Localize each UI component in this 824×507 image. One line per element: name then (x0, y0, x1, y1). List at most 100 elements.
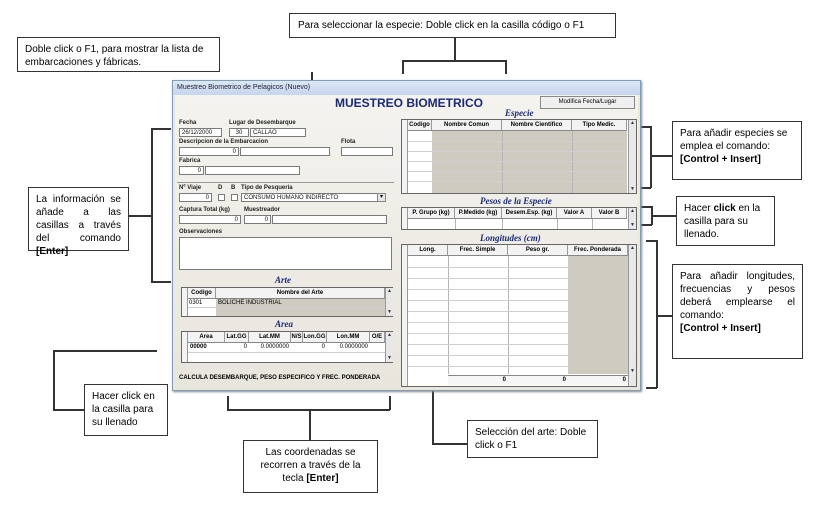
col-line (502, 219, 503, 229)
viaje-label: Nº Viaje (179, 185, 202, 191)
longitudes-scrollbar[interactable]: ▲ ▼ (628, 245, 636, 386)
row-selector (182, 332, 188, 362)
scroll-up-icon[interactable]: ▲ (630, 208, 635, 214)
embarcacion-name-field[interactable] (240, 147, 330, 156)
pesos-col-medido: P.Medido (kg) (455, 208, 502, 219)
longg-cell[interactable]: 0 (321, 344, 325, 350)
longitudes-col-frecpond: Frec. Ponderada (568, 245, 628, 256)
area-col-oe: O/E (370, 332, 385, 343)
divider (177, 182, 394, 183)
row-line (408, 171, 627, 172)
callout-text: Selección del arte: Doble click o F1 (475, 427, 587, 451)
col-line (502, 131, 503, 193)
connector-line (641, 206, 652, 208)
longitudes-grid: Long. Frec. Simple Peso gr. Frec. Ponder… (401, 244, 637, 387)
chevron-down-icon[interactable]: ▾ (377, 193, 386, 202)
row-selector (402, 245, 408, 386)
scroll-down-icon[interactable]: ▼ (387, 355, 392, 361)
muestreador-name-field[interactable] (272, 215, 387, 224)
row-line (188, 307, 385, 308)
flota-field[interactable] (341, 147, 393, 156)
connector-line (309, 409, 311, 440)
fecha-label: Fecha (179, 120, 197, 126)
area-col-latgg: Lat.GG (225, 332, 249, 343)
especie-col-comun: Nombre Comun (432, 120, 502, 131)
callout-text: La información se añade a las casillas a… (36, 194, 121, 244)
latgg-cell[interactable]: 0 (243, 344, 247, 350)
pesos-col-valorb: Valor B (592, 208, 627, 219)
pesos-col-valora: Valor A (557, 208, 592, 219)
area-cell[interactable]: 00000 (190, 344, 207, 350)
embarcacion-code-field[interactable]: 0 (179, 147, 239, 156)
fabrica-code-field[interactable]: 0 (179, 166, 204, 175)
fecha-field[interactable]: 26/12/2000 (179, 128, 222, 137)
d-label: D (218, 185, 223, 191)
pesos-scrollbar[interactable]: ▲ ▼ (628, 208, 636, 229)
row-line (188, 352, 385, 353)
arte-grid: Codigo Nombre del Arte 0301 BOLICHE INDU… (181, 287, 393, 317)
area-grid: Area Lat.GG Lat.MM N/S Lon.GG Lon.MM O/E… (181, 331, 393, 363)
d-checkbox[interactable] (218, 194, 225, 201)
total-frec-ponderada: 0 (622, 377, 626, 383)
connector-line (650, 155, 672, 157)
muestreador-code-field[interactable]: 0 (244, 215, 271, 224)
connector-line (53, 350, 55, 410)
especie-scrollbar[interactable]: ▲ ▼ (628, 120, 636, 193)
b-checkbox[interactable] (231, 194, 238, 201)
captura-field[interactable]: 0 (179, 215, 241, 224)
arte-scrollbar[interactable]: ▲ ▼ (385, 288, 393, 316)
b-label: B (231, 185, 236, 191)
lonmm-cell[interactable]: 0.0000000 (339, 344, 368, 350)
area-scrollbar[interactable]: ▲ ▼ (385, 332, 393, 362)
scroll-up-icon[interactable]: ▲ (387, 332, 392, 338)
scroll-down-icon[interactable]: ▼ (630, 222, 635, 228)
scroll-down-icon[interactable]: ▼ (630, 186, 635, 192)
row-selector (402, 120, 408, 193)
callout-enter-info: La información se añade a las casillas a… (28, 187, 129, 257)
modify-date-button[interactable]: Modifica Fecha/Lugar (540, 96, 635, 109)
connector-line (389, 396, 391, 410)
connector-line (402, 60, 506, 62)
row-line (408, 322, 568, 323)
especie-grid: Codigo Nombre Comun Nombre Cientifico Ti… (401, 119, 637, 194)
pesqueria-select[interactable]: CONSUMO HUMANO INDIRECTO (241, 193, 384, 202)
lugar-name-field[interactable]: CALLAO (250, 128, 306, 137)
callout-text: Hacer click en la casilla para su llenad… (92, 391, 155, 428)
observaciones-field[interactable] (179, 237, 392, 270)
captura-label: Captura Total (kg) (179, 207, 230, 213)
calcula-status-button[interactable]: CALCULA DESEMBARQUE, PESO ESPECIFICO Y F… (179, 375, 381, 381)
connector-line (129, 215, 151, 217)
callout-add-lengths: Para añadir longitudes, frecuencias y pe… (672, 264, 803, 359)
callout-text: Para seleccionar la especie: Doble click… (298, 20, 585, 31)
scroll-up-icon[interactable]: ▲ (387, 288, 392, 294)
arte-title: Arte (275, 275, 292, 285)
viaje-field[interactable]: 0 (179, 193, 212, 202)
scroll-up-icon[interactable]: ▲ (630, 245, 635, 251)
callout-text: Las coordenadas se recorren a través de … (260, 447, 361, 484)
gray-cell (568, 256, 628, 374)
pesos-title: Pesos de la Especie (480, 196, 552, 206)
area-col-longg: Lon.GG (303, 332, 327, 343)
arte-name-cell[interactable]: BOLICHE INDUSTRIAL (218, 300, 282, 306)
area-col-ns: N/S (291, 332, 303, 343)
scroll-down-icon[interactable]: ▼ (630, 368, 635, 374)
scroll-up-icon[interactable]: ▲ (630, 120, 635, 126)
fabrica-name-field[interactable] (205, 166, 300, 175)
row-line (408, 344, 568, 345)
connector-line (641, 224, 652, 226)
col-line (572, 131, 573, 193)
callout-bold: click (713, 203, 736, 214)
scroll-down-icon[interactable]: ▼ (387, 309, 392, 315)
lugar-code-field[interactable]: 30 (229, 128, 249, 137)
especie-col-cientifico: Nombre Cientifico (502, 120, 572, 131)
fabrica-label: Fabrica (179, 158, 201, 164)
callout-command: [Control + Insert] (680, 154, 761, 165)
totals-row: 0 0 0 (448, 375, 628, 385)
area-col-lonmm: Lon.MM (327, 332, 370, 343)
latmm-cell[interactable]: 0.0000000 (260, 344, 289, 350)
callout-text: Para añadir longitudes, frecuencias y pe… (680, 271, 795, 321)
arte-code-cell[interactable]: 0301 (189, 300, 203, 306)
connector-line (454, 38, 456, 60)
col-line (455, 219, 456, 229)
callout-text: Para añadir especies se emplea el comand… (680, 128, 788, 152)
